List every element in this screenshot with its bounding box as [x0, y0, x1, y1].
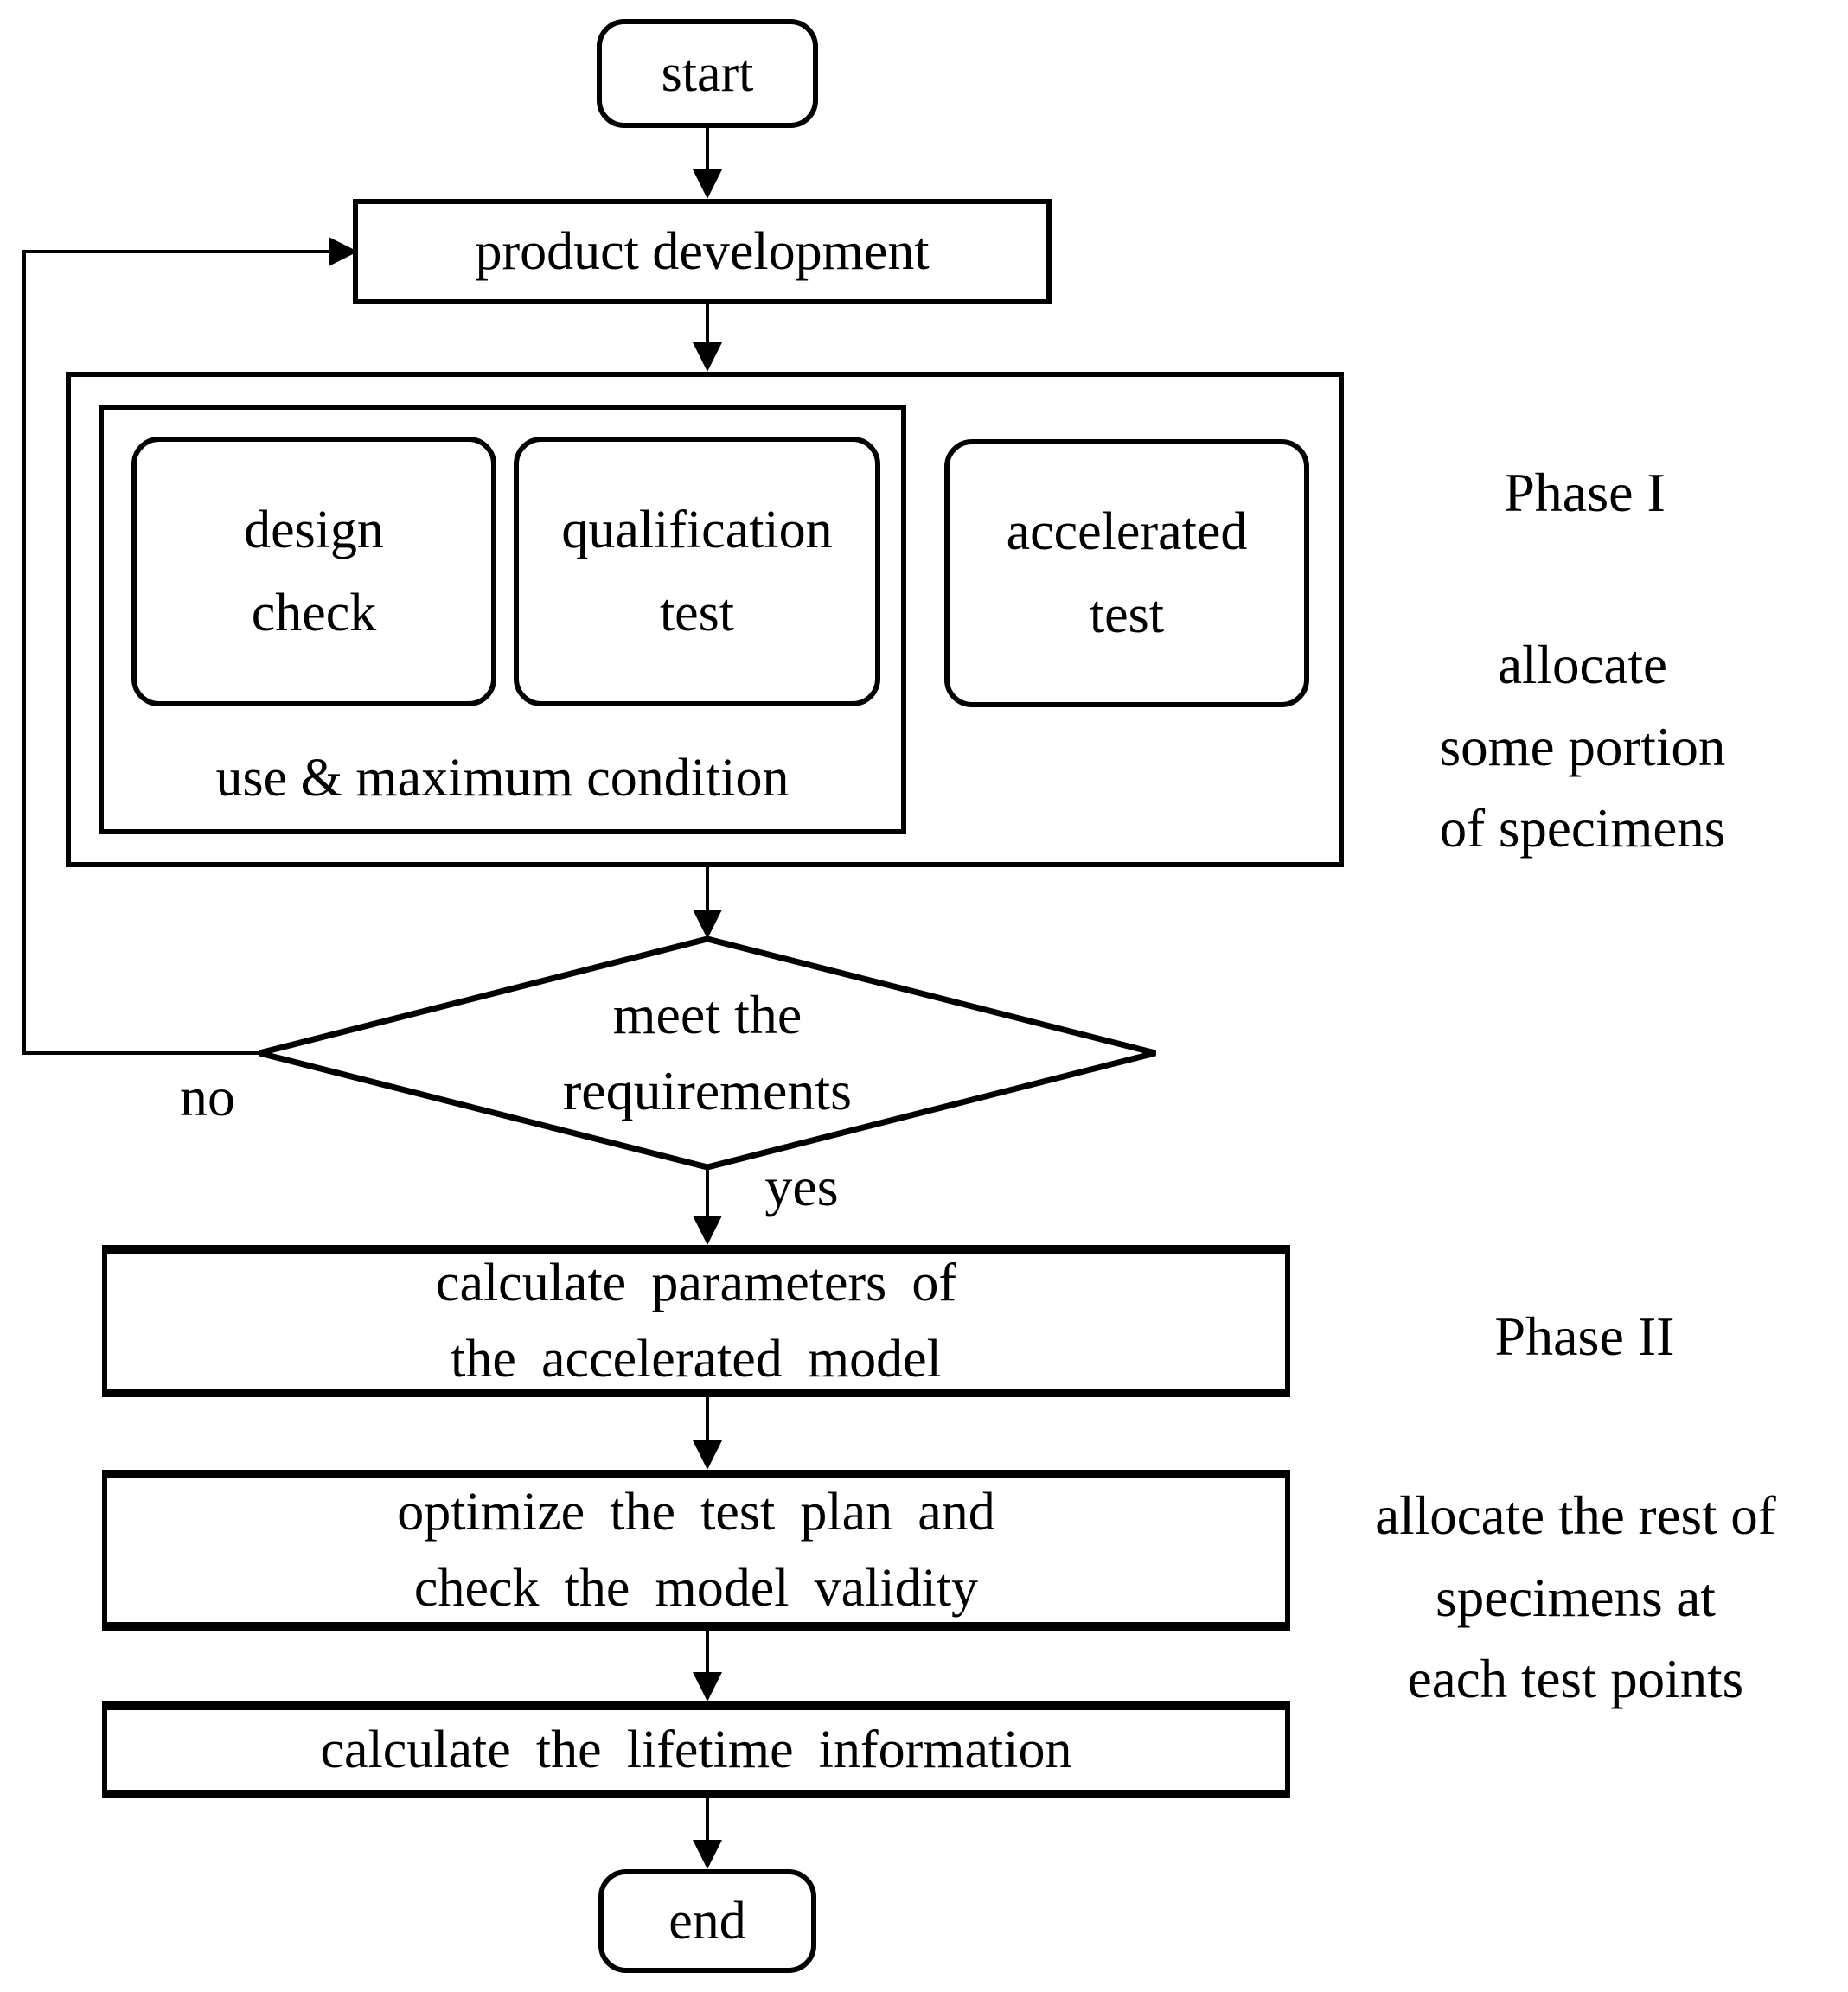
node-calc-params: calculate parameters of the accelerated … [102, 1245, 1290, 1397]
phase1-note: allocate some portion of specimens [1439, 635, 1726, 859]
no-label: no [180, 1066, 235, 1127]
yes-label: yes [764, 1156, 839, 1217]
node-end: end [598, 1869, 816, 1973]
node-optimize-plan: optimize the test plan and check the mod… [102, 1470, 1290, 1631]
arrow-decision-to-calc [693, 1167, 722, 1245]
arrow-start-to-product [693, 128, 722, 199]
node-accelerated-test: accelerated test [944, 439, 1309, 707]
arrow-product-to-phase1 [693, 304, 722, 372]
no-loop-line [22, 237, 358, 1055]
use-max-condition-label: use & maximum condition [215, 748, 790, 808]
use-max-condition-box [99, 405, 906, 834]
arrow-optimize-to-lifetime [693, 1631, 722, 1702]
phase1-group-box [66, 372, 1344, 867]
arrow-lifetime-to-end [693, 1798, 722, 1869]
node-start: start [597, 19, 818, 128]
phase2-title: Phase II [1494, 1306, 1675, 1367]
decision-label: meet the requirements [562, 983, 853, 1121]
phase1-title: Phase I [1504, 462, 1666, 523]
arrow-phase1-to-decision [693, 867, 722, 939]
node-product-development: product development [353, 199, 1052, 304]
arrow-calc-to-optimize [693, 1397, 722, 1470]
node-lifetime: calculate the lifetime information [102, 1702, 1290, 1798]
node-qualification-test: qualification test [514, 437, 880, 706]
node-design-check: design check [131, 437, 496, 706]
phase2-note: allocate the rest of specimens at each t… [1375, 1485, 1776, 1709]
